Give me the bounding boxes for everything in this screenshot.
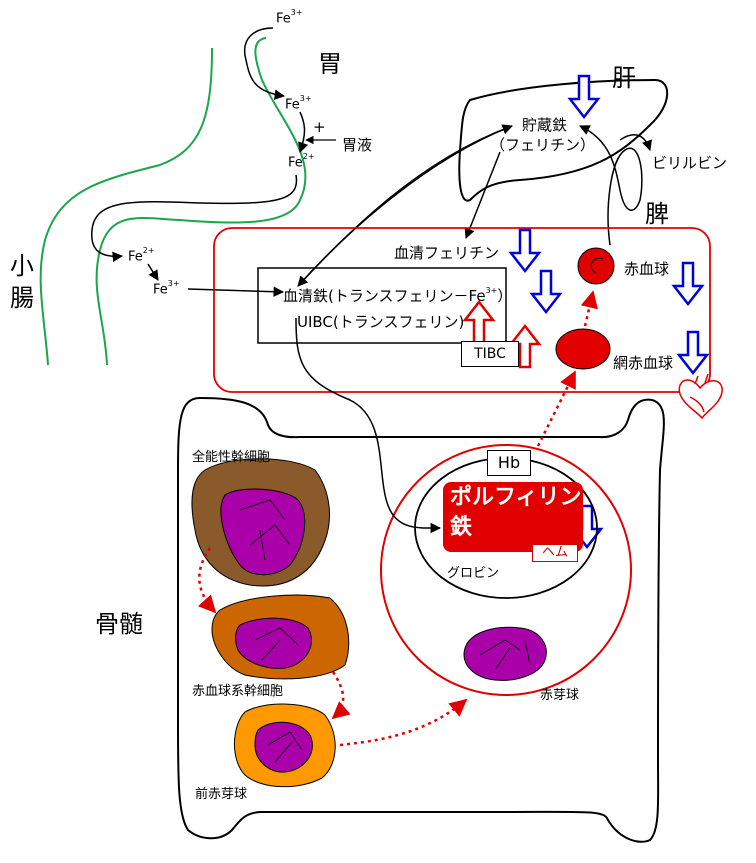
iron-path-duodenum — [91, 174, 298, 263]
iron-path-fe2-to-fe3 — [147, 263, 159, 281]
fe2-intestine-label: Fe2+ — [128, 246, 155, 265]
reticulocyte-cell — [555, 328, 611, 370]
plus-label: + — [313, 118, 326, 136]
storage-iron-label: 貯蔵鉄 — [522, 116, 568, 134]
rbc-label: 赤血球 — [624, 260, 670, 278]
reticulocyte-to-rbc-arrow — [580, 290, 598, 327]
arrow-down-icon — [508, 228, 542, 274]
serum-iron-label: 血清鉄(トランスフェリン－Fe3+） — [283, 286, 513, 305]
nucleus-lines — [254, 627, 299, 661]
arrow-down-icon — [567, 74, 601, 120]
serum-ferritin-label: 血清フェリチン — [394, 244, 500, 262]
fe3-intestine-label: Fe3+ — [153, 279, 180, 298]
fe3-stomach-label: Fe3+ — [285, 94, 312, 113]
hb-box: Hb — [487, 450, 531, 476]
iron-path-stomach — [243, 27, 286, 100]
serum-iron-box — [257, 267, 507, 344]
tibc-box: TIBC — [461, 341, 519, 367]
erythroblast-cell — [380, 444, 632, 696]
heart-icon — [678, 373, 723, 420]
totipotent-stem-cell-label: 全能性幹細胞 — [192, 450, 271, 465]
differentiation-arrow-2 — [331, 671, 351, 720]
iron-path-to-serum — [187, 286, 285, 297]
differentiation-arrow-1 — [197, 547, 217, 614]
porphyrin-box — [443, 482, 583, 552]
liver-to-bilirubin-arrow — [619, 134, 652, 151]
rbc-to-liver-arrow — [579, 125, 643, 246]
iron-path-fe3-to-fe2 — [298, 111, 309, 153]
erythroid-stem-cell-label: 赤血球系幹細胞 — [192, 684, 284, 699]
heme-label: ヘム — [532, 544, 578, 562]
bone-marrow-label: 骨髄 — [95, 610, 143, 638]
fe2-stomach-label: Fe2+ — [288, 152, 315, 171]
totipotent-nucleus — [220, 488, 306, 576]
uibc-label: UIBC(トランスフェリン) — [297, 313, 465, 331]
nucleus-lines — [479, 639, 531, 671]
storage-to-serum-ferritin-arrow — [464, 151, 501, 239]
porphyrin-label: ポルフィリン — [450, 485, 582, 510]
reticulocyte-label: 網赤血球 — [613, 354, 674, 372]
bilirubin-label: ビリルビン — [652, 154, 728, 172]
arrow-down-icon — [671, 261, 705, 307]
storage-to-serum-arrow — [297, 125, 513, 287]
erythroid-nucleus — [235, 617, 312, 669]
erythroblast-label: 赤芽球 — [540, 688, 580, 703]
serum-iron-to-porphyrin-arrow — [295, 317, 442, 534]
spleen-blood-box — [213, 227, 711, 393]
erythroblast-to-reticulocyte-arrow — [536, 370, 577, 447]
differentiation-arrow-3 — [339, 698, 468, 747]
liver-outline — [458, 78, 669, 202]
nucleus-lines — [267, 731, 303, 763]
proerythroblast-nucleus — [254, 721, 313, 773]
small-intestine-label-2: 腸 — [10, 284, 34, 312]
spleen-label: 脾 — [645, 200, 669, 228]
iron-label: 鉄 — [450, 515, 473, 540]
nucleus-lines — [239, 499, 291, 561]
arrow-down-icon — [529, 269, 563, 315]
liver-label: 肝 — [612, 64, 636, 92]
fe3-top-label: Fe3+ — [276, 8, 303, 27]
bone-marrow-outline — [177, 396, 665, 843]
small-intestine-label-1: 小 — [10, 252, 34, 280]
intestine-wall-right — [95, 37, 307, 366]
gastric-juice-label: 胃液 — [342, 136, 373, 154]
rbc-cell-mark — [590, 257, 604, 274]
stomach-label: 胃 — [318, 50, 342, 78]
intestine-wall-left — [39, 47, 213, 366]
proerythroblast-label: 前赤芽球 — [195, 787, 248, 802]
arrow-up-icon — [462, 299, 496, 345]
arrow-down-icon — [676, 330, 710, 376]
rbc-cell — [577, 247, 615, 285]
globin-label: グロビン — [447, 566, 500, 581]
erythroblast-nucleus — [463, 626, 547, 681]
ferritin-label: （フェリチン） — [490, 136, 596, 154]
